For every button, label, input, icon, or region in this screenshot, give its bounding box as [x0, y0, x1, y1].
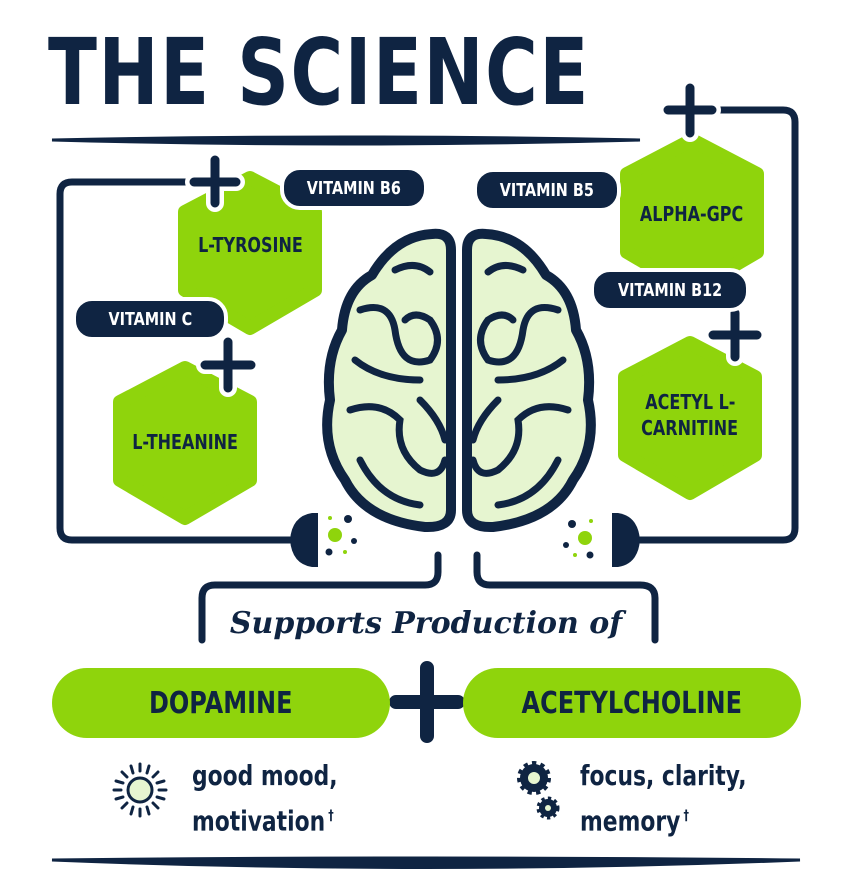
vitamin-c-pill: VITAMIN C	[72, 297, 228, 341]
left-bracket-line	[198, 551, 442, 644]
benefit-line: good mood,	[192, 759, 338, 792]
dopamine-pill: DOPAMINE	[52, 668, 390, 738]
bottom-divider	[51, 856, 801, 869]
plug-icon	[612, 513, 640, 567]
hexagon-l-tyrosine	[178, 171, 322, 335]
supports-production-subtitle: Supports Production of	[229, 606, 623, 641]
vitamin-b5-pill: VITAMIN B5	[473, 168, 621, 212]
acetylcholine-benefits: focus, clarity, memory†	[580, 756, 747, 841]
title-underline	[51, 135, 641, 146]
plus-icon	[704, 304, 766, 366]
ingredient-alpha-gpc: ALPHA-GPC	[640, 202, 744, 226]
benefit-line: memory†	[580, 804, 689, 838]
spark-dots	[325, 515, 594, 559]
sun-icon	[112, 762, 168, 818]
gears-icon	[517, 761, 560, 820]
hexagon-acetyl-l-carnitine	[618, 336, 762, 500]
ingredient-acetyl-l-carnitine: ACETYL L-CARNITINE	[641, 390, 739, 440]
plus-icon	[383, 655, 471, 749]
dopamine-benefits: good mood, motivation†	[192, 756, 338, 841]
acetylcholine-pill: ACETYLCHOLINE	[463, 668, 801, 738]
benefit-line: focus, clarity,	[580, 759, 747, 792]
dagger-mark: †	[328, 808, 334, 824]
benefit-line: motivation†	[192, 804, 334, 838]
plug-icon	[290, 513, 318, 567]
left-connector-line	[56, 178, 294, 544]
hexagon-l-theanine	[113, 361, 257, 525]
plus-icon	[659, 79, 721, 142]
vitamin-b6-pill: VITAMIN B6	[280, 166, 428, 210]
brain-icon	[322, 228, 596, 533]
plus-icon	[185, 151, 245, 212]
right-connector-line	[636, 106, 799, 544]
plus-icon	[196, 333, 260, 397]
dagger-mark: †	[683, 808, 689, 824]
ingredient-l-theanine: L-THEANINE	[132, 430, 238, 454]
ingredient-l-tyrosine: L-TYROSINE	[197, 233, 303, 257]
page-title: THE SCIENCE	[48, 19, 590, 126]
right-bracket-line	[473, 551, 659, 644]
vitamin-b12-pill: VITAMIN B12	[590, 268, 750, 312]
